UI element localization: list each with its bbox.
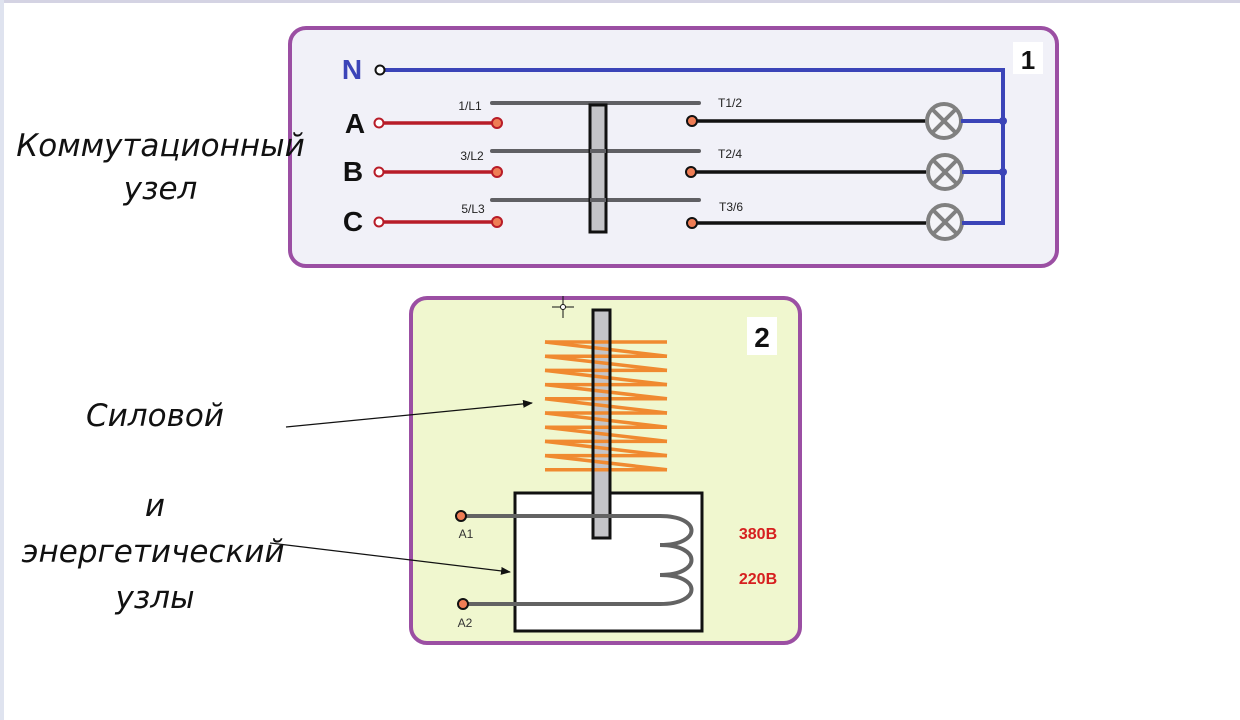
coil-terminal-label: A2 (458, 616, 473, 630)
spring-diagonal (544, 425, 668, 444)
panel2-number: 2 (754, 322, 770, 353)
phase-label: B (343, 156, 363, 187)
voltage-label: 380В (739, 526, 777, 543)
pointer-arrow-spring (285, 399, 533, 428)
spring-diagonal (544, 397, 668, 415)
fixed-contact (491, 216, 503, 228)
panel-power-energy-node: 2 A1 A2 380В 220В (409, 296, 802, 645)
cursor-crosshair-icon (552, 296, 574, 318)
panel1-number-badge (1013, 42, 1043, 74)
voltage-label: 220В (739, 571, 777, 588)
pointer-arrow-coil (269, 542, 511, 575)
output-terminal-label: T1/2 (718, 96, 742, 110)
armature-rod (591, 308, 612, 540)
panel1-frame (288, 26, 1059, 268)
caption-line: Коммутационный (16, 128, 305, 164)
panel2-number-badge (747, 317, 777, 355)
junction-dot (999, 168, 1007, 176)
coil-icon (466, 514, 694, 606)
coil-terminal-a2 (457, 598, 469, 610)
phase-label: A (345, 108, 365, 139)
caption-line: узел (123, 171, 198, 207)
spring-diagonal (544, 368, 668, 387)
phase-a-line: A 1/L1 T1/2 (345, 96, 1007, 140)
lamp-icon (926, 153, 964, 191)
output-terminal-label: T3/6 (719, 200, 743, 214)
output-terminal-label: T2/4 (718, 147, 742, 161)
spring-diagonal (544, 411, 668, 429)
caption-nodes: узлы (115, 580, 195, 616)
neutral-label: N (342, 54, 362, 85)
fixed-contact (686, 217, 698, 229)
coil-terminal-label: A1 (459, 527, 474, 541)
neutral-line: N (342, 54, 1005, 225)
spring-diagonal (544, 382, 668, 401)
input-terminal (373, 117, 385, 129)
lamp-icon (926, 203, 964, 241)
panel-switching-node: 1 N A 1/L1 T1/2 (288, 26, 1059, 268)
window-top-border (0, 0, 1240, 3)
junction-dot (999, 117, 1007, 125)
spring-diagonal (544, 453, 668, 472)
caption-power: Силовой (86, 398, 224, 434)
spring-diagonal (544, 340, 668, 358)
spring-icon (544, 312, 668, 536)
input-terminal-label: 5/L3 (461, 202, 485, 216)
spring-diagonal (544, 439, 668, 458)
input-terminal-label: 3/L2 (460, 149, 484, 163)
input-terminal-label: 1/L1 (458, 99, 482, 113)
fixed-contact (685, 166, 697, 178)
spring-diagonal (544, 354, 668, 373)
window-left-border (0, 0, 4, 720)
input-terminal (373, 216, 385, 228)
fixed-contact (491, 166, 503, 178)
neutral-terminal (374, 64, 386, 76)
input-terminal (373, 166, 385, 178)
phase-c-line: C 5/L3 T3/6 (343, 198, 1005, 241)
actuator-rod-top (588, 103, 608, 234)
lamp-icon (925, 102, 963, 140)
fixed-contact (686, 115, 698, 127)
caption-switching-node: Коммутационный узел (8, 131, 313, 205)
panel1-number: 1 (1021, 45, 1035, 75)
phase-label: C (343, 206, 363, 237)
caption-and: и (144, 488, 166, 524)
fixed-contact (491, 117, 503, 129)
caption-energy: энергетический (21, 534, 285, 570)
coil-terminal-a1 (455, 510, 467, 522)
